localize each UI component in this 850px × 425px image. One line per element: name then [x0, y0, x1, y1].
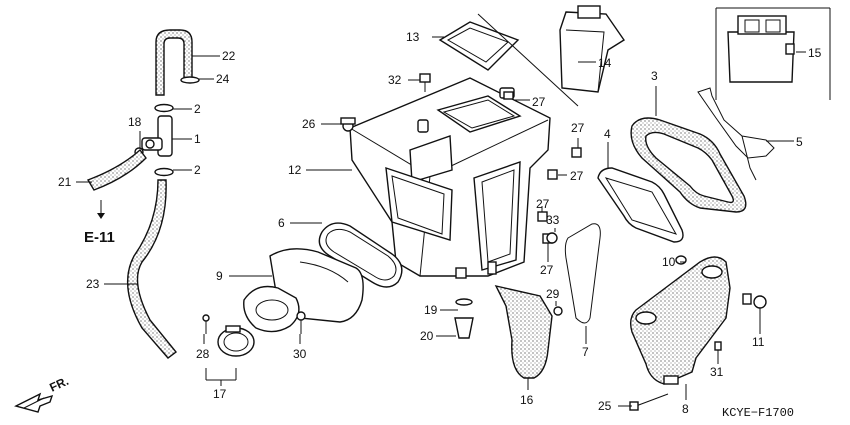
callout-27-b: 27 — [571, 121, 585, 135]
callout-15: 15 — [808, 46, 822, 60]
callout-21: 21 — [58, 175, 72, 189]
grommet-10 — [675, 255, 687, 265]
drain-plug-20 — [454, 317, 474, 339]
front-label: FR. — [47, 374, 70, 395]
callout-20: 20 — [420, 329, 434, 343]
bracket-17 — [205, 368, 237, 386]
clip-19 — [455, 298, 473, 306]
grommet-11 — [742, 293, 767, 309]
drain-tube-23 — [126, 179, 178, 359]
clamp-24 — [180, 76, 200, 84]
breather-tube-22 — [155, 29, 193, 96]
air-guide-16 — [494, 284, 553, 379]
collar-31 — [714, 341, 722, 351]
callout-32: 32 — [388, 73, 402, 87]
callout-7: 7 — [582, 345, 589, 359]
band-17 — [217, 325, 255, 357]
callout-26: 26 — [302, 117, 316, 131]
callout-17: 17 — [213, 387, 227, 401]
bolt-32 — [419, 73, 431, 92]
clip-27-c — [547, 169, 558, 180]
connecting-tube-9 — [243, 248, 364, 333]
clamp-2-upper — [154, 103, 174, 113]
callout-13: 13 — [406, 30, 420, 44]
callout-1: 1 — [194, 132, 201, 146]
inset-frame — [715, 7, 831, 100]
callout-27-e: 27 — [540, 263, 554, 277]
callout-16: 16 — [520, 393, 534, 407]
box-15 — [727, 15, 795, 83]
callout-12: 12 — [288, 163, 302, 177]
bracket-5 — [697, 87, 775, 181]
callout-10: 10 — [662, 255, 676, 269]
tee-joint-1 — [141, 115, 173, 157]
callout-27-c: 27 — [570, 169, 584, 183]
callouts: 22 24 2 18 1 2 21 23 13 32 26 12 6 9 28 … — [58, 30, 822, 416]
side-cover-8 — [629, 256, 731, 385]
callout-27-a: 27 — [532, 95, 546, 109]
reference-arrow — [97, 200, 105, 219]
air-cleaner-case-12 — [349, 77, 551, 279]
callout-4: 4 — [604, 127, 611, 141]
callout-31: 31 — [710, 365, 724, 379]
callout-11: 11 — [752, 335, 765, 349]
bracket-line-27-top — [477, 13, 579, 107]
callout-18: 18 — [128, 115, 142, 129]
callout-25: 25 — [598, 399, 612, 413]
callout-9: 9 — [216, 269, 223, 283]
front-direction-arrow — [14, 392, 54, 413]
gasket-7 — [564, 223, 601, 324]
element-4 — [597, 167, 684, 243]
callout-8: 8 — [682, 402, 689, 416]
holder-3 — [630, 117, 747, 213]
callout-19: 19 — [424, 303, 438, 317]
clamp-2-lower — [154, 167, 174, 177]
callout-23: 23 — [86, 277, 100, 291]
leader-lines — [76, 36, 806, 407]
drain-tube-21 — [86, 148, 147, 191]
callout-3: 3 — [651, 69, 658, 83]
duct-14 — [559, 5, 625, 93]
grommet-26 — [340, 117, 356, 132]
bolt-25 — [629, 393, 669, 411]
callout-2-lower: 2 — [194, 163, 201, 177]
diagram-code: KCYE−F1700 — [722, 406, 794, 420]
cover-13 — [438, 21, 520, 71]
callout-28: 28 — [196, 347, 210, 361]
clip-27-a — [503, 91, 514, 100]
screw-28 — [202, 314, 210, 334]
callout-33: 33 — [546, 213, 560, 227]
bolt-30 — [296, 311, 306, 334]
reference-label-e11: E-11 — [84, 229, 115, 246]
callout-14: 14 — [598, 56, 612, 70]
callout-22: 22 — [222, 49, 236, 63]
callout-24: 24 — [216, 72, 230, 86]
callout-29: 29 — [546, 287, 560, 301]
callout-6: 6 — [278, 216, 285, 230]
callout-27-d: 27 — [536, 197, 550, 211]
callout-2-upper: 2 — [194, 102, 201, 116]
callout-5: 5 — [796, 135, 803, 149]
bolt-29 — [553, 306, 563, 316]
callout-30: 30 — [293, 347, 307, 361]
clip-27-b — [571, 147, 582, 158]
collar-33 — [546, 232, 558, 244]
gasket-6 — [318, 222, 403, 288]
